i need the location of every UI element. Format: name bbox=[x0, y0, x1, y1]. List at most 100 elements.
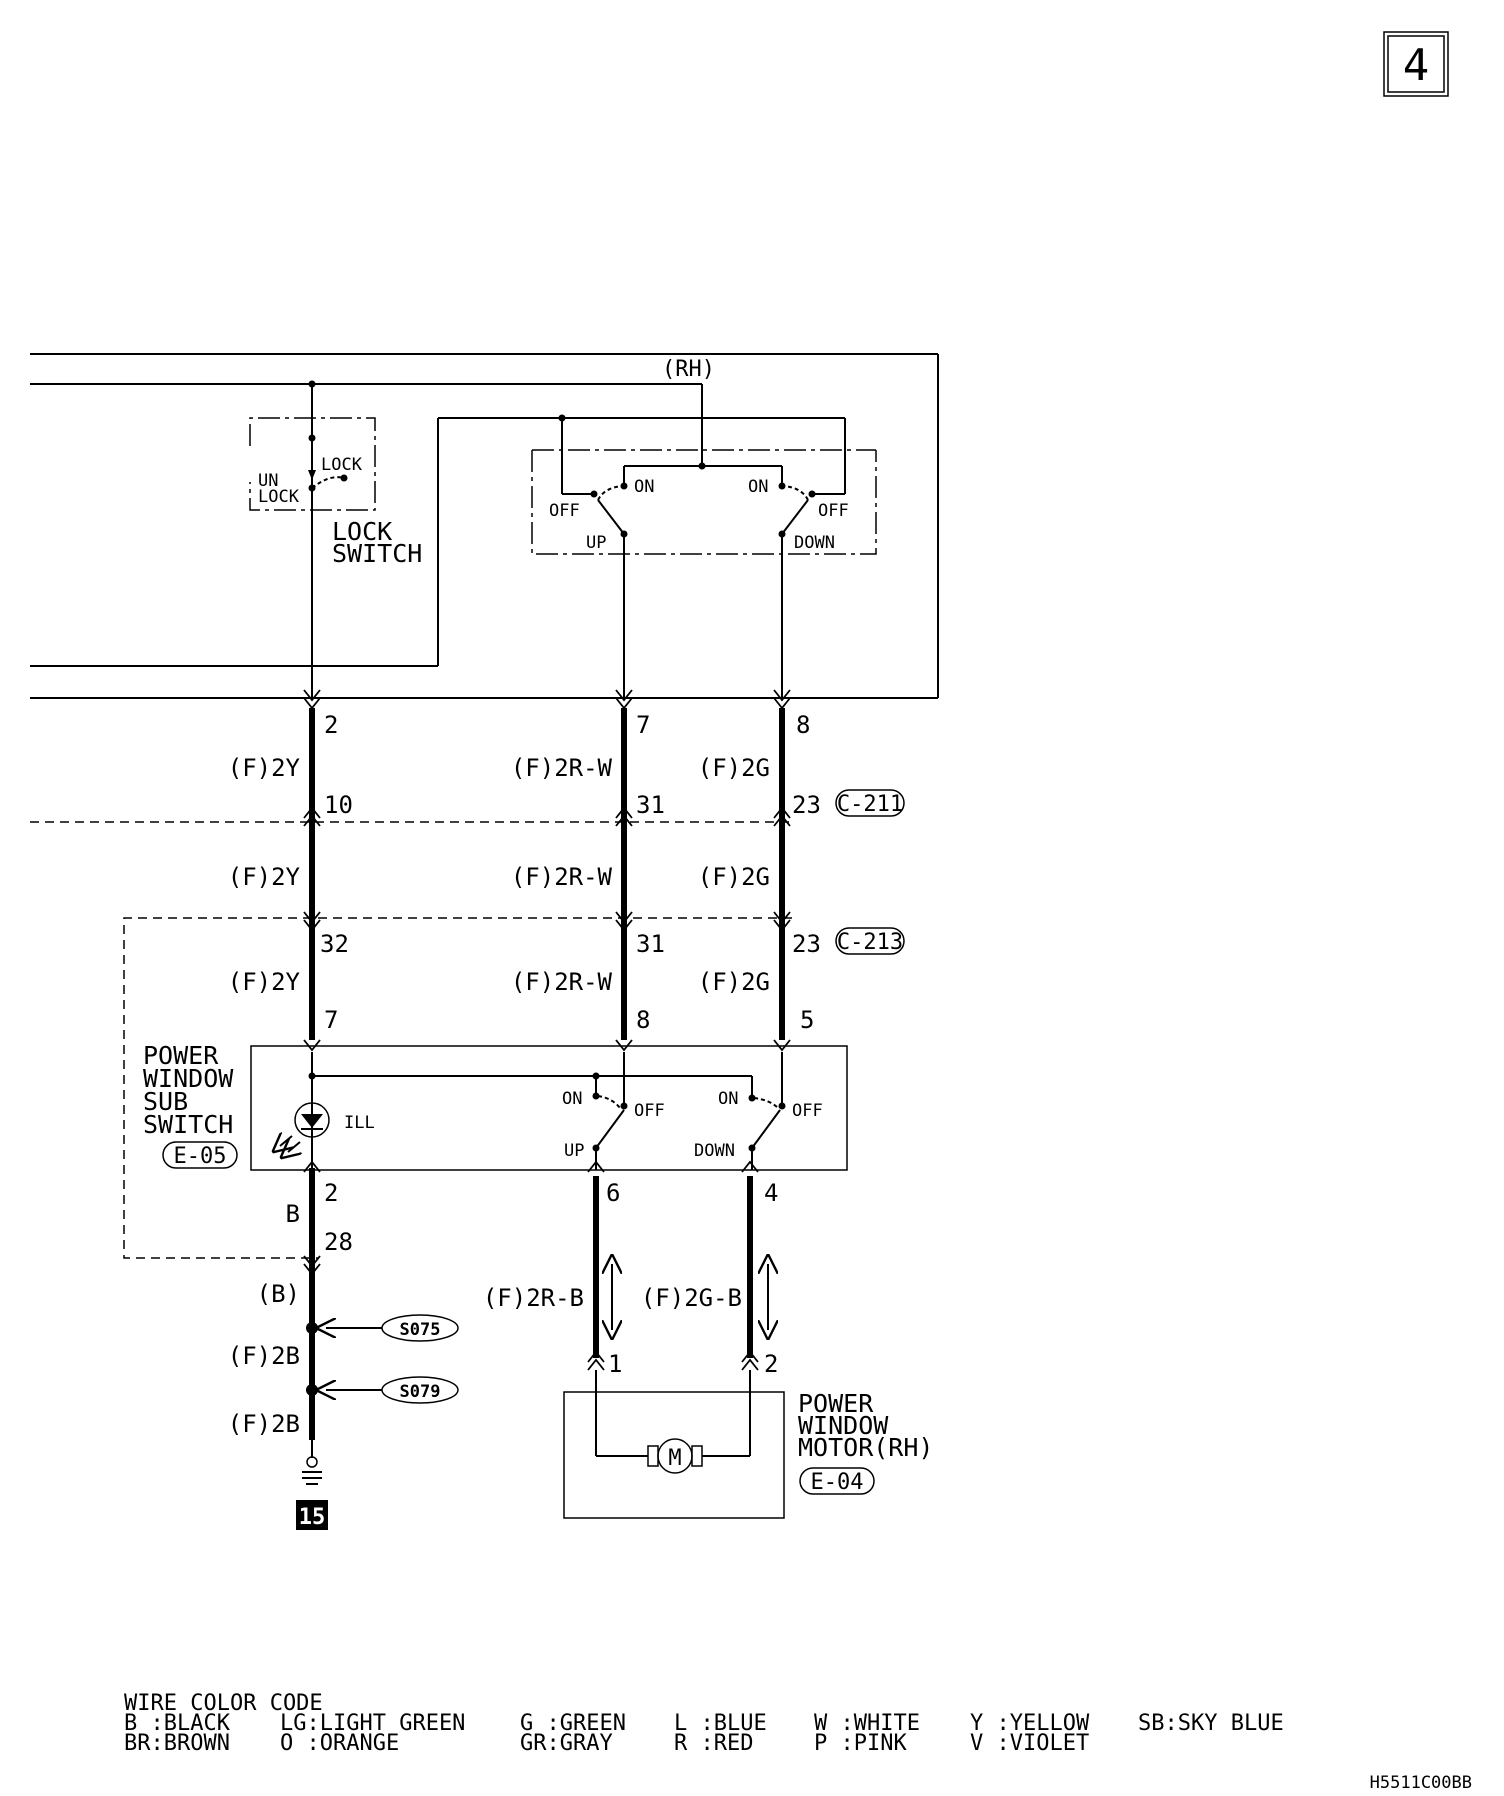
wire-col2-c: (F)2R-W bbox=[511, 968, 613, 996]
pin-motor-2: 2 bbox=[764, 1350, 778, 1378]
pin-col2-3: 31 bbox=[636, 930, 665, 958]
rh-down-label: DOWN bbox=[794, 533, 835, 553]
motor-leads bbox=[593, 1176, 768, 1358]
wire-labels: (F)2Y (F)2Y (F)2Y (F)2R-W (F)2R-W (F)2R-… bbox=[228, 754, 770, 1438]
connector-c213-label: C-213 bbox=[837, 930, 903, 955]
ground-reference-number: 15 bbox=[299, 1505, 326, 1530]
pin-sub-out-2: 4 bbox=[764, 1179, 778, 1207]
rh-up-on-label: ON bbox=[634, 477, 654, 497]
sub-down-label: DOWN bbox=[694, 1141, 735, 1161]
splice-s075: S075 bbox=[306, 1314, 459, 1342]
wire-col1-b: (F)2Y bbox=[228, 863, 301, 891]
lock-switch: LOCK UN LOCK LOCK SWITCH bbox=[249, 380, 422, 568]
lock-switch-title-1: LOCK bbox=[332, 517, 392, 546]
sub-down-on-label: ON bbox=[718, 1089, 738, 1109]
legend-row1-2: G :GREEN bbox=[520, 1711, 626, 1736]
pin-motor-1: 1 bbox=[608, 1350, 622, 1378]
lock-position: LOCK bbox=[321, 455, 363, 475]
main-switch-enclosure: (RH) bbox=[30, 353, 939, 699]
wire-col3-b: (F)2G bbox=[698, 863, 770, 891]
sub-switch-title-1: POWER bbox=[143, 1041, 219, 1070]
rh-up-off-label: OFF bbox=[549, 501, 580, 521]
figure-code: H5511C00BB bbox=[1370, 1773, 1472, 1793]
wire-motor-gb: (F)2G-B bbox=[641, 1284, 742, 1312]
legend-title: WIRE COLOR CODE bbox=[124, 1691, 323, 1716]
motor-title-3: MOTOR(RH) bbox=[798, 1433, 933, 1462]
sub-switch-title-3: SUB bbox=[143, 1087, 188, 1116]
pin-col1-4: 7 bbox=[324, 1006, 338, 1034]
sub-switch-connector: E-05 bbox=[174, 1144, 227, 1169]
legend-row1-0: B :BLACK bbox=[124, 1711, 231, 1736]
connector-marks bbox=[303, 689, 791, 1371]
legend-row1-5: Y :YELLOW bbox=[970, 1711, 1090, 1736]
wire-ground-b: B bbox=[286, 1200, 300, 1228]
motor-icon bbox=[657, 1438, 693, 1474]
rh-down-off-label: OFF bbox=[818, 501, 849, 521]
splice-s075-label: S075 bbox=[400, 1320, 441, 1340]
power-window-motor: M POWER WINDOW MOTOR(RH) E-04 bbox=[563, 1370, 933, 1519]
motor-title-2: WINDOW bbox=[798, 1411, 889, 1440]
pin-col3-3: 23 bbox=[792, 930, 821, 958]
wire-col2-b: (F)2R-W bbox=[511, 863, 613, 891]
motor-symbol: M bbox=[668, 1446, 681, 1471]
ill-label: ILL bbox=[344, 1113, 375, 1133]
pin-col1-2: 10 bbox=[324, 791, 353, 819]
ground-icon bbox=[302, 1440, 322, 1485]
pin-sub-out-1: 6 bbox=[606, 1179, 620, 1207]
motor-title-1: POWER bbox=[798, 1389, 874, 1418]
wire-col3-c: (F)2G bbox=[698, 968, 770, 996]
pin-numbers: 2 10 32 7 2 28 7 31 31 8 8 23 23 5 6 4 1… bbox=[320, 711, 821, 1378]
pin-col2-2: 31 bbox=[636, 791, 665, 819]
sub-up-label: UP bbox=[564, 1141, 584, 1161]
pin-col1-6: 28 bbox=[324, 1228, 353, 1256]
pin-col2-1: 7 bbox=[636, 711, 650, 739]
connector-c213: C-213 bbox=[123, 917, 905, 1259]
rh-down-on-label: ON bbox=[748, 477, 768, 497]
connector-c211: C-211 bbox=[30, 789, 905, 823]
legend-row2-2: GR:GRAY bbox=[520, 1731, 613, 1756]
rh-up-label: UP bbox=[586, 533, 606, 553]
wire-col2-a: (F)2R-W bbox=[511, 754, 613, 782]
legend-row2-0: BR:BROWN bbox=[124, 1731, 230, 1756]
illumination-led-icon bbox=[280, 1102, 330, 1152]
pin-col3-1: 8 bbox=[796, 711, 810, 739]
page-number-box: 4 bbox=[1383, 31, 1449, 97]
pin-col1-5: 2 bbox=[324, 1179, 338, 1207]
rh-label: (RH) bbox=[662, 357, 715, 382]
connector-c211-label: C-211 bbox=[837, 792, 903, 817]
legend-row1-6: SB:SKY BLUE bbox=[1138, 1711, 1284, 1736]
wire-color-legend: WIRE COLOR CODE B :BLACK LG:LIGHT GREEN … bbox=[124, 1691, 1284, 1756]
legend-row2-1: O :ORANGE bbox=[280, 1731, 399, 1756]
sub-up-off-label: OFF bbox=[634, 1101, 665, 1121]
wire-motor-rb: (F)2R-B bbox=[483, 1284, 584, 1312]
lock-switch-title-2: SWITCH bbox=[332, 539, 422, 568]
pin-col1-1: 2 bbox=[324, 711, 338, 739]
wire-col1-c: (F)2Y bbox=[228, 968, 301, 996]
unlock-position-1: UN bbox=[258, 471, 278, 491]
wire-col1-a: (F)2Y bbox=[228, 754, 301, 782]
page-number: 4 bbox=[1403, 40, 1430, 91]
unlock-position-2: LOCK bbox=[258, 487, 300, 507]
splice-s079: S079 bbox=[306, 1376, 459, 1404]
sub-down-off-label: OFF bbox=[792, 1101, 823, 1121]
legend-row2-3: R :RED bbox=[674, 1731, 753, 1756]
wire-col3-a: (F)2G bbox=[698, 754, 770, 782]
wire-ground-fb-2: (F)2B bbox=[228, 1410, 300, 1438]
sub-switch-title-2: WINDOW bbox=[143, 1064, 234, 1093]
sub-up-on-label: ON bbox=[562, 1089, 582, 1109]
pin-col3-4: 5 bbox=[800, 1006, 814, 1034]
legend-row1-3: L :BLUE bbox=[674, 1711, 767, 1736]
rh-window-switch: ON ON OFF OFF UP DOWN bbox=[531, 414, 877, 555]
legend-row2-4: P :PINK bbox=[814, 1731, 907, 1756]
power-window-sub-switch: POWER WINDOW SUB SWITCH E-05 ON ON OFF O… bbox=[143, 1041, 848, 1171]
pin-col2-4: 8 bbox=[636, 1006, 650, 1034]
wire-ground-fb-1: (F)2B bbox=[228, 1342, 300, 1370]
pin-col1-3: 32 bbox=[320, 930, 349, 958]
motor-connector: E-04 bbox=[811, 1470, 864, 1495]
sub-switch-title-4: SWITCH bbox=[143, 1110, 233, 1139]
ground-reference: 15 bbox=[296, 1500, 328, 1530]
pin-col3-2: 23 bbox=[792, 791, 821, 819]
legend-row1-1: LG:LIGHT GREEN bbox=[280, 1711, 465, 1736]
wire-ground-b-paren: (B) bbox=[257, 1280, 300, 1308]
